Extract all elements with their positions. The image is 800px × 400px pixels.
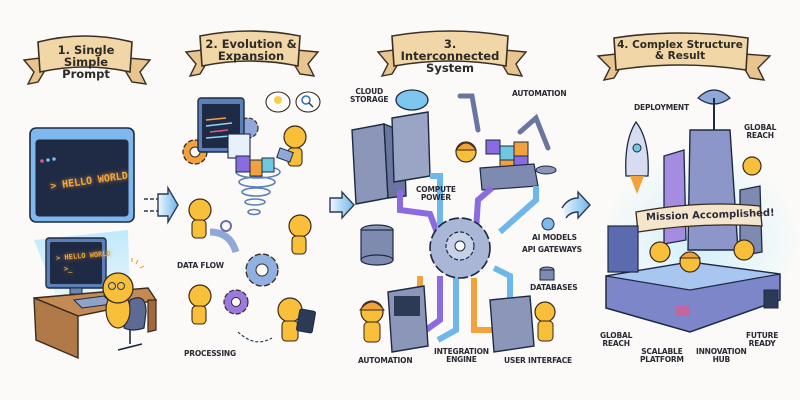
server-rack-right — [391, 111, 431, 183]
label-global-reach-bottom-line-1: Global — [600, 331, 633, 340]
mascot-coder — [102, 258, 145, 329]
satellite-dish-icon — [697, 89, 731, 130]
big-terminal-window — [29, 127, 135, 223]
stage-3-title-line-1: 3. Interconnected — [400, 37, 500, 64]
label-api-gateways: API Gateways — [522, 245, 582, 254]
banner-stage-3 — [376, 30, 528, 77]
label-integration-engine: Integration Engine — [434, 347, 489, 365]
banner-stage-1 — [22, 35, 152, 85]
label-integration-engine-line-1: Integration — [434, 347, 489, 356]
mascot-processing — [188, 284, 212, 325]
banner-stage-4 — [596, 32, 772, 81]
label-innovation-hub: Innovation Hub — [696, 347, 747, 365]
label-compute-power-line-2: Power — [420, 193, 451, 203]
stage-2-scene — [182, 91, 321, 343]
stage-1-scene — [29, 127, 158, 360]
databases-icon — [539, 266, 555, 281]
stage-2-title: 2. Evolution & Expansion — [204, 38, 298, 62]
stage-3-scene — [351, 89, 557, 353]
banner-stage-2 — [184, 30, 320, 77]
label-compute-power-line-1: Compute — [416, 185, 456, 194]
stage-3-title: 3. Interconnected System — [394, 38, 506, 74]
stage-4-scene — [600, 89, 800, 333]
gear-blue-large-icon — [245, 253, 279, 287]
tornado — [235, 155, 281, 216]
mascot-wrench — [288, 214, 312, 255]
label-automation-top: Automation — [512, 89, 567, 98]
mascot-valve — [188, 198, 212, 239]
mission-banner — [635, 203, 763, 233]
label-scalable-platform: Scalable Platform — [640, 347, 684, 365]
rocket-icon — [625, 120, 649, 194]
robot-arm-right — [517, 113, 557, 175]
thought-bubble-lightbulb-icon — [265, 91, 291, 113]
label-user-interface: User Interface — [504, 356, 572, 365]
stage-1-title: 1. Single Simple Prompt — [42, 44, 130, 80]
mascot-automation — [358, 300, 386, 343]
stage-2-title-line-1: 2. Evolution & — [205, 37, 297, 51]
label-global-reach-top-line-2: Reach — [746, 131, 774, 141]
stage-4-title-line-1: 4. Complex Structure — [617, 39, 743, 51]
small-terminal-line-2: >_ — [64, 265, 73, 273]
arrow-stage-1-to-2 — [144, 185, 179, 225]
mascot-celebrate-1 — [649, 241, 671, 263]
label-automation-bottom: Automation — [358, 356, 413, 365]
tower-left — [663, 149, 687, 245]
label-ai-models: AI Models — [532, 233, 577, 242]
small-monitor — [45, 237, 107, 295]
integration-gear-icon — [429, 217, 491, 279]
label-global-reach-bottom: Global Reach — [600, 331, 633, 349]
mascot-global — [742, 156, 762, 176]
label-future-ready: Future Ready — [746, 331, 779, 349]
stage-4-title: 4. Complex Structure & Result — [612, 39, 748, 63]
control-panel-right — [489, 295, 535, 353]
label-databases: Databases — [530, 283, 578, 292]
thought-bubble-search-icon — [295, 91, 321, 113]
label-processing: Processing — [184, 349, 236, 358]
mascot-celebrate-3 — [733, 239, 755, 261]
flow-arrow — [237, 331, 273, 343]
robot-arm-left — [457, 93, 481, 133]
label-scalable-platform-line-1: Scalable — [641, 347, 683, 356]
label-deployment: Deployment — [634, 103, 689, 112]
mascot-happy — [277, 297, 316, 342]
stage-2-title-line-2: Expansion — [217, 49, 285, 64]
label-global-reach-bottom-line-2: Reach — [602, 339, 630, 349]
label-global-reach-top-line-1: Global — [744, 123, 777, 132]
label-cloud-storage-line-1: Cloud — [355, 87, 384, 96]
control-panel-left — [387, 285, 429, 353]
stage-1-title-line-2: Simple Prompt — [62, 55, 110, 82]
gear-purple-icon — [223, 289, 249, 315]
label-innovation-hub-line-1: Innovation — [696, 347, 747, 356]
database-icon — [360, 224, 394, 266]
label-future-ready-line-1: Future — [746, 331, 779, 340]
label-integration-engine-line-2: Engine — [446, 355, 477, 365]
cube-stack — [479, 139, 539, 191]
label-cloud-storage-line-2: Storage — [350, 95, 389, 105]
label-data-flow: Data Flow — [177, 261, 224, 270]
cloud-icon — [395, 89, 429, 111]
skyscraper — [687, 129, 739, 251]
mascot-worker — [455, 141, 477, 163]
label-global-reach-top: Global Reach — [744, 123, 777, 141]
label-future-ready-line-2: Ready — [748, 339, 776, 349]
checklist-doc — [227, 133, 251, 159]
label-scalable-platform-line-2: Platform — [640, 355, 684, 365]
stage-4-title-line-2: & Result — [654, 50, 706, 63]
arrow-stage-2-to-3 — [329, 190, 355, 220]
pipes — [397, 173, 539, 343]
label-cloud-storage: Cloud Storage — [350, 87, 389, 105]
mascot-ui — [534, 301, 556, 342]
ai-models-icon — [541, 217, 555, 231]
mascot-celebrate-2 — [678, 251, 702, 273]
label-compute-power: Compute Power — [416, 185, 456, 203]
mascot-tablet — [276, 125, 307, 167]
label-innovation-hub-line-2: Hub — [712, 355, 731, 365]
arrow-stage-3-to-4 — [561, 190, 591, 220]
stage-3-title-line-2: System — [426, 61, 474, 76]
stage-1-title-line-1: 1. Single — [57, 43, 115, 57]
pipe-valve — [209, 220, 240, 254]
